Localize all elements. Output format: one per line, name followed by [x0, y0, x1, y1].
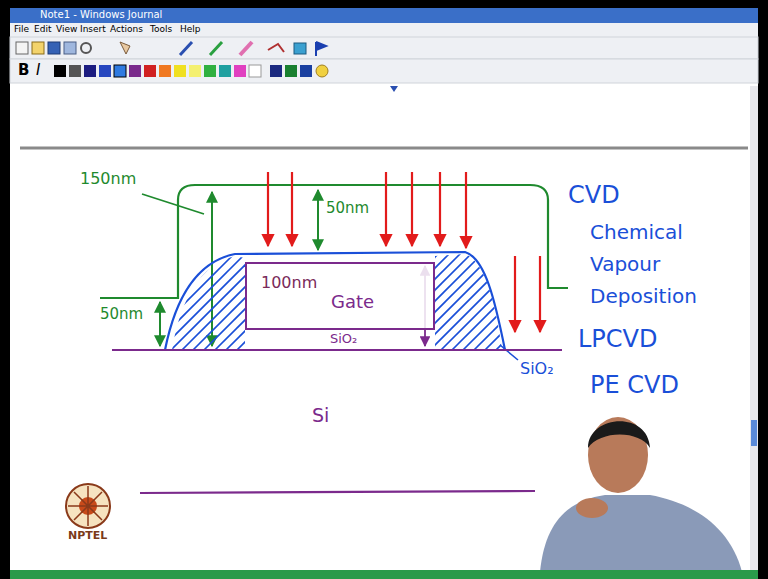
window-title: Note1 - Windows Journal [40, 9, 162, 21]
leader-line [142, 194, 204, 214]
page-rule [20, 147, 748, 150]
process-name: PE CVD [590, 372, 679, 400]
hatch-line [450, 252, 550, 352]
dimension-label: 150nm [80, 170, 136, 188]
hatch-line [428, 252, 528, 352]
process-name: CVD [568, 182, 620, 210]
pen-toolbar [10, 59, 758, 83]
menu-item: Insert [80, 24, 106, 34]
leader-line [500, 345, 518, 360]
toolbar-icons [16, 42, 326, 56]
hatch-line [114, 252, 214, 352]
hatch-line [136, 252, 236, 352]
menu-item: Edit [34, 24, 51, 34]
colour-swatches [54, 65, 328, 77]
taskbar [10, 570, 758, 579]
hatch-line [92, 252, 192, 352]
gate-label: 100nm [261, 274, 317, 292]
oxide-layer-outline [165, 252, 505, 350]
menu-item: File [14, 24, 29, 34]
italic-button: I [36, 62, 40, 79]
menu-item: View [56, 24, 77, 34]
hatch-line [81, 252, 181, 352]
toolbar [10, 37, 758, 59]
hatch-line [103, 252, 203, 352]
scroll-thumb [751, 420, 757, 446]
hatch-line [125, 252, 225, 352]
hatch-line [439, 252, 539, 352]
lecturer-figure [540, 417, 742, 572]
title-bar [10, 8, 758, 23]
window-frame [10, 8, 758, 579]
thickness-arrow [317, 190, 319, 250]
menu-item: Tools [150, 24, 172, 34]
substrate-bottom [140, 491, 535, 493]
thickness-arrow [211, 192, 213, 346]
layer-label: SiO₂ [330, 332, 357, 347]
process-name: LPCVD [578, 326, 658, 354]
hatch-line [70, 252, 170, 352]
bold-button: B [18, 62, 29, 79]
nptel-logo [66, 484, 110, 528]
process-name: Chemical Vapour Deposition [590, 216, 710, 312]
page-marker [390, 86, 398, 92]
dimension-label: 50nm [100, 306, 143, 323]
silicon-surface [112, 349, 562, 351]
hatch-line [147, 252, 247, 352]
gate-label: Gate [331, 292, 374, 313]
hatch-line [483, 252, 583, 352]
thickness-arrow [159, 302, 161, 346]
gate-block: 100nmGate [245, 262, 435, 330]
dimension-label: 50nm [326, 200, 369, 217]
scrollbar [750, 86, 758, 570]
menu-bar [10, 23, 758, 37]
menu-item: Actions [110, 24, 143, 34]
material-label: Si [312, 405, 329, 427]
hatch-line [461, 252, 561, 352]
hatch-line [472, 252, 572, 352]
menu-item: Help [180, 24, 201, 34]
layer-label: SiO₂ [520, 360, 554, 378]
logo-text: NPTEL [68, 530, 107, 543]
